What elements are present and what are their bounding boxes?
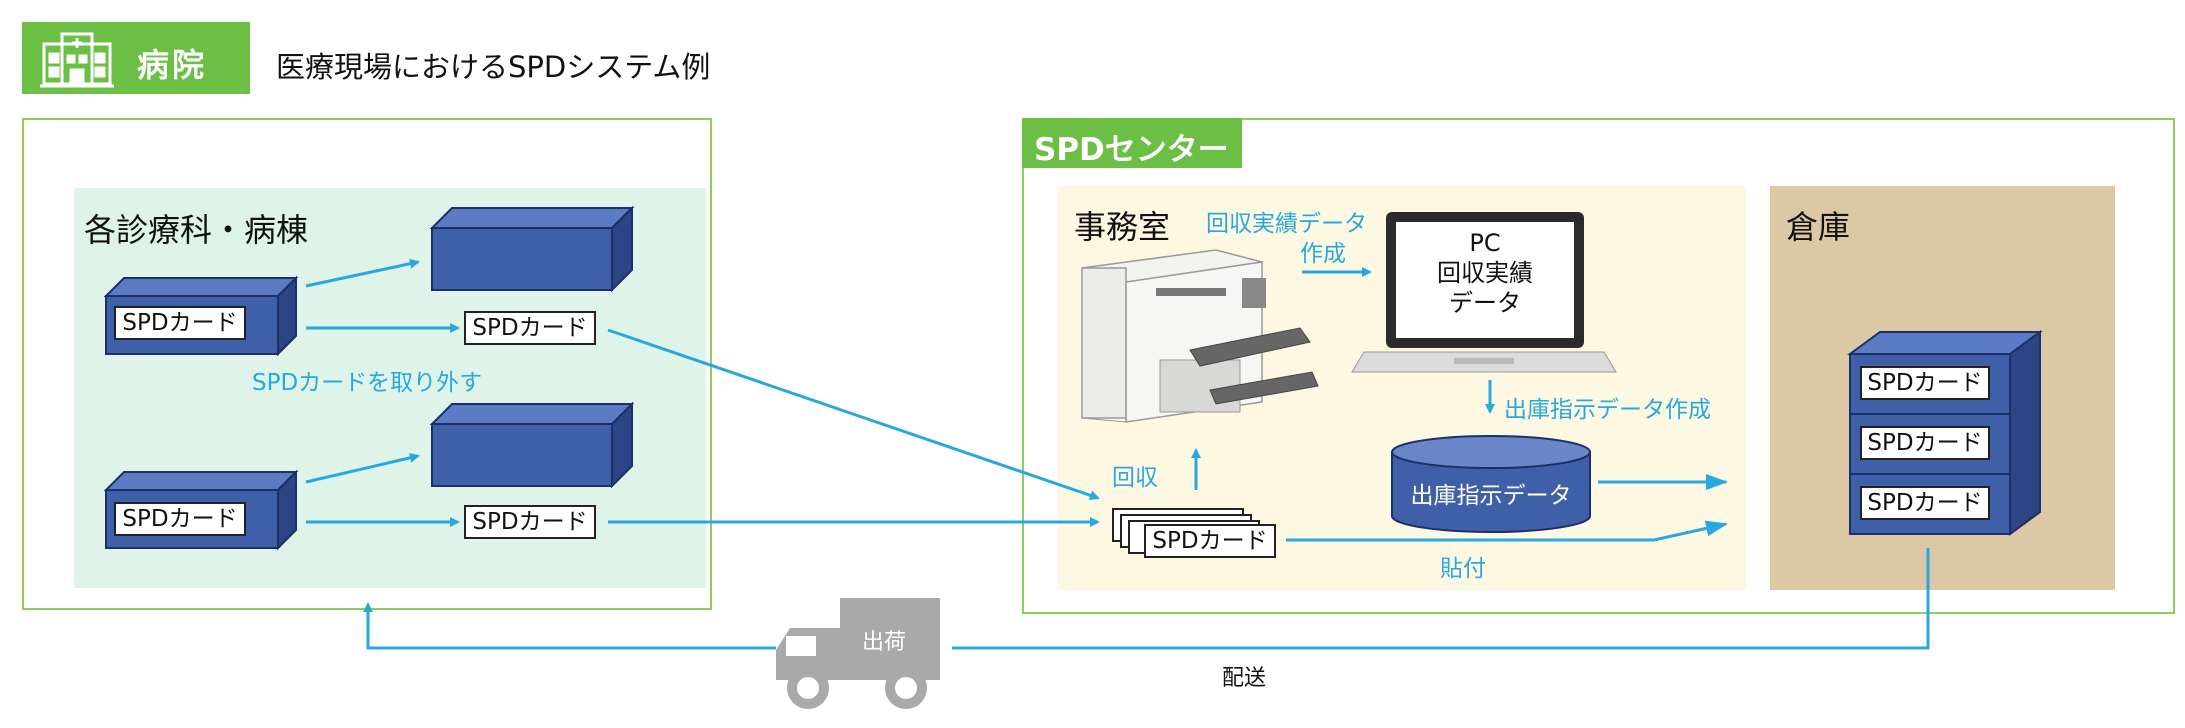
spd-center-panel — [1022, 118, 2175, 614]
spd-center-title: SPDセンター — [1034, 132, 1229, 168]
remove-card-label: SPDカードを取り外す — [252, 370, 483, 396]
ward-arrows — [305, 258, 1100, 527]
attach-label: 貼付 — [1440, 556, 1486, 582]
database-cylinder — [1391, 435, 1591, 533]
collect-label: 回収 — [1112, 465, 1158, 491]
spd-card-warehouse: SPDカード — [1860, 426, 1990, 460]
truck-label: 出荷 — [862, 630, 907, 655]
office-title: 事務室 — [1074, 208, 1171, 246]
shipping-create-label: 出庫指示データ作成 — [1504, 397, 1711, 423]
delivery-route — [363, 548, 1930, 650]
spd-card-removed: SPDカード — [464, 505, 596, 539]
pc-data-label: データ — [1449, 289, 1521, 317]
shipping-data-label: 出庫指示データ — [1410, 483, 1572, 509]
pc-collect-label: 回収実績 — [1437, 259, 1533, 287]
spd-card-collected: SPDカード — [1144, 524, 1276, 558]
ward-title: 各診療科・病棟 — [84, 211, 309, 249]
spd-card-warehouse: SPDカード — [1860, 486, 1990, 520]
spd-card: SPDカード — [114, 502, 246, 536]
spd-card: SPDカード — [114, 306, 246, 340]
spd-center-tab — [1022, 118, 1242, 168]
attach-arrow — [1286, 520, 1728, 542]
spd-card-removed: SPDカード — [464, 311, 596, 345]
warehouse-title: 倉庫 — [1786, 208, 1851, 246]
data-create-label-2: 作成 — [1300, 241, 1346, 267]
data-create-label-1: 回収実績データ — [1206, 211, 1367, 237]
delivery-label: 配送 — [1222, 666, 1267, 691]
pc-label: PC — [1469, 229, 1501, 257]
supply-box-top-right — [429, 205, 635, 293]
supply-box-bottom-right — [429, 401, 635, 489]
spd-card-warehouse: SPDカード — [1860, 366, 1990, 400]
page-title: 医療現場におけるSPDシステム例 — [276, 50, 711, 84]
laptop-icon — [1351, 212, 1617, 373]
hospital-label: 病院 — [137, 46, 208, 84]
truck-icon — [776, 598, 940, 709]
card-reader-machine — [1081, 249, 1319, 423]
